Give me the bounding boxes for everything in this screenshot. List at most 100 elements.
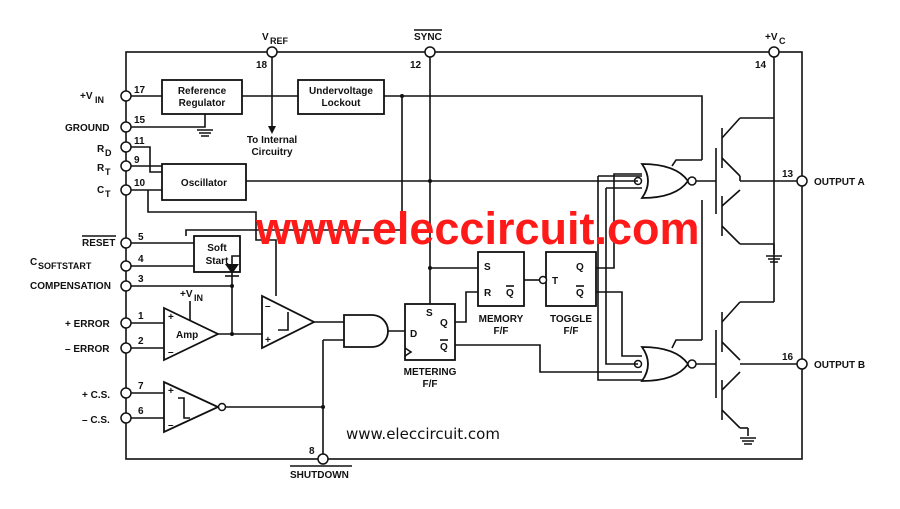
rd-label: R [97,144,105,155]
and-gate [343,314,389,348]
pin-plus-error: + ERROR 1 [65,311,144,330]
pwm-minus: – [265,301,271,312]
oscillator-block: Oscillator [161,163,247,201]
pin-csoftstart: C SOFTSTART 4 [30,254,144,272]
nor-gate-a [633,163,697,199]
shutdown-label: SHUTDOWN [290,470,349,481]
toggle-qbar: Q [576,288,584,299]
memory-flip-flop: S R Q MEMORY F/F [477,251,525,337]
pin-shutdown: 8 SHUTDOWN [290,446,352,481]
pin-circle-6 [120,412,132,424]
pin-circle-15 [120,121,132,133]
amp-vin-label: +V [180,289,193,300]
sync-label: SYNC [414,32,442,43]
cs-minus: – [168,420,174,431]
pin-number-12: 12 [410,60,422,71]
pin-sync: SYNC 12 [410,29,442,71]
vref-sub: REF [270,36,289,46]
chip-outline [125,51,803,460]
reference-regulator-block: Reference Regulator [161,79,243,115]
toggle-q: Q [576,262,584,273]
memory-qbar: Q [506,288,514,299]
pin-number-16: 16 [782,352,794,363]
pin-circle-18 [266,46,278,58]
csoft-label: C [30,257,37,268]
pin-vin: +V IN 17 [80,85,146,105]
pin-number-11: 11 [134,136,145,147]
pin-circle-4 [120,260,132,272]
amp-label: Amp [176,330,198,341]
pin-reset: RESET 5 [82,232,144,249]
toggle-t: T [552,276,558,287]
uv-line1: Undervoltage [309,86,373,97]
pin-circle-9 [120,160,132,172]
pin-circle-14 [768,46,780,58]
pin-circle-3 [120,280,132,292]
pin-rd: R D 11 [97,136,145,158]
watermark-small: www.eleccircuit.com [346,425,500,443]
minus-error-label: – ERROR [65,344,110,355]
error-amplifier: Amp + – +V IN [163,289,221,362]
output-a-label: OUTPUT A [814,177,865,188]
pin-plus-cs: + C.S. 7 [82,381,144,401]
output-b-label: OUTPUT B [814,360,865,371]
plus-cs-label: + C.S. [82,390,110,401]
pin-circle-2 [120,342,132,354]
pin-compensation: COMPENSATION 3 [30,274,144,292]
pin-number-18: 18 [256,60,268,71]
output-transistors-b [715,301,797,445]
pin-circle-8 [317,453,329,465]
pin-number-7: 7 [138,381,144,392]
current-sense-comparator: + – [163,380,227,434]
metering-flip-flop: S D Q Q METERING F/F [404,303,457,390]
rt-label: R [97,163,105,174]
metering-d: D [410,329,417,340]
pin-circle-11 [120,141,132,153]
pin-ct: C T 10 [97,178,146,199]
pin-ground: GROUND 15 [65,115,146,134]
ref-line1: Reference [178,86,227,97]
pin-number-3: 3 [138,274,144,285]
metering-q: Q [440,318,448,329]
ct-sub: T [105,189,111,199]
pin-circle-16 [796,358,808,370]
to-internal-circuitry: To Internal Circuitry [247,135,298,158]
pin-number-9: 9 [134,155,140,166]
output-transistors-a [715,117,797,263]
pin-number-15: 15 [134,115,146,126]
pin-circle-17 [120,90,132,102]
metering-s: S [426,308,433,319]
vin-label: +V [80,91,93,102]
ref-line2: Regulator [179,98,226,109]
plus-error-label: + ERROR [65,319,111,330]
ct-label: C [97,185,104,196]
ground-label: GROUND [65,123,109,134]
amp-plus: + [168,312,174,323]
pin-output-a: 13 OUTPUT A [782,169,865,188]
toggle-ff: F/F [564,326,579,337]
vc-label: +V [765,32,778,43]
pin-circle-10 [120,184,132,196]
pin-number-6: 6 [138,406,144,417]
pin-number-17: 17 [134,85,146,96]
metering-title: METERING [404,367,457,378]
vin-sub: IN [95,95,104,105]
pin-number-8: 8 [309,446,315,457]
rt-sub: T [105,167,111,177]
rd-sub: D [105,148,112,158]
internal-line2: Circuitry [251,147,293,158]
memory-ff: F/F [494,326,509,337]
watermark-large: www.eleccircuit.com [255,203,700,254]
vref-label: V [262,32,269,43]
pin-rt: R T 9 [97,155,140,177]
pin-minus-cs: – C.S. 6 [82,406,144,426]
pin-circle-7 [120,387,132,399]
amp-minus: – [168,347,174,358]
toggle-title: TOGGLE [550,314,592,325]
internal-line1: To Internal [247,135,298,146]
uv-line2: Lockout [322,98,362,109]
pin-number-1: 1 [138,311,144,322]
pin-circle-5 [120,237,132,249]
undervoltage-lockout-block: Undervoltage Lockout [297,79,385,115]
compensation-label: COMPENSATION [30,281,111,292]
